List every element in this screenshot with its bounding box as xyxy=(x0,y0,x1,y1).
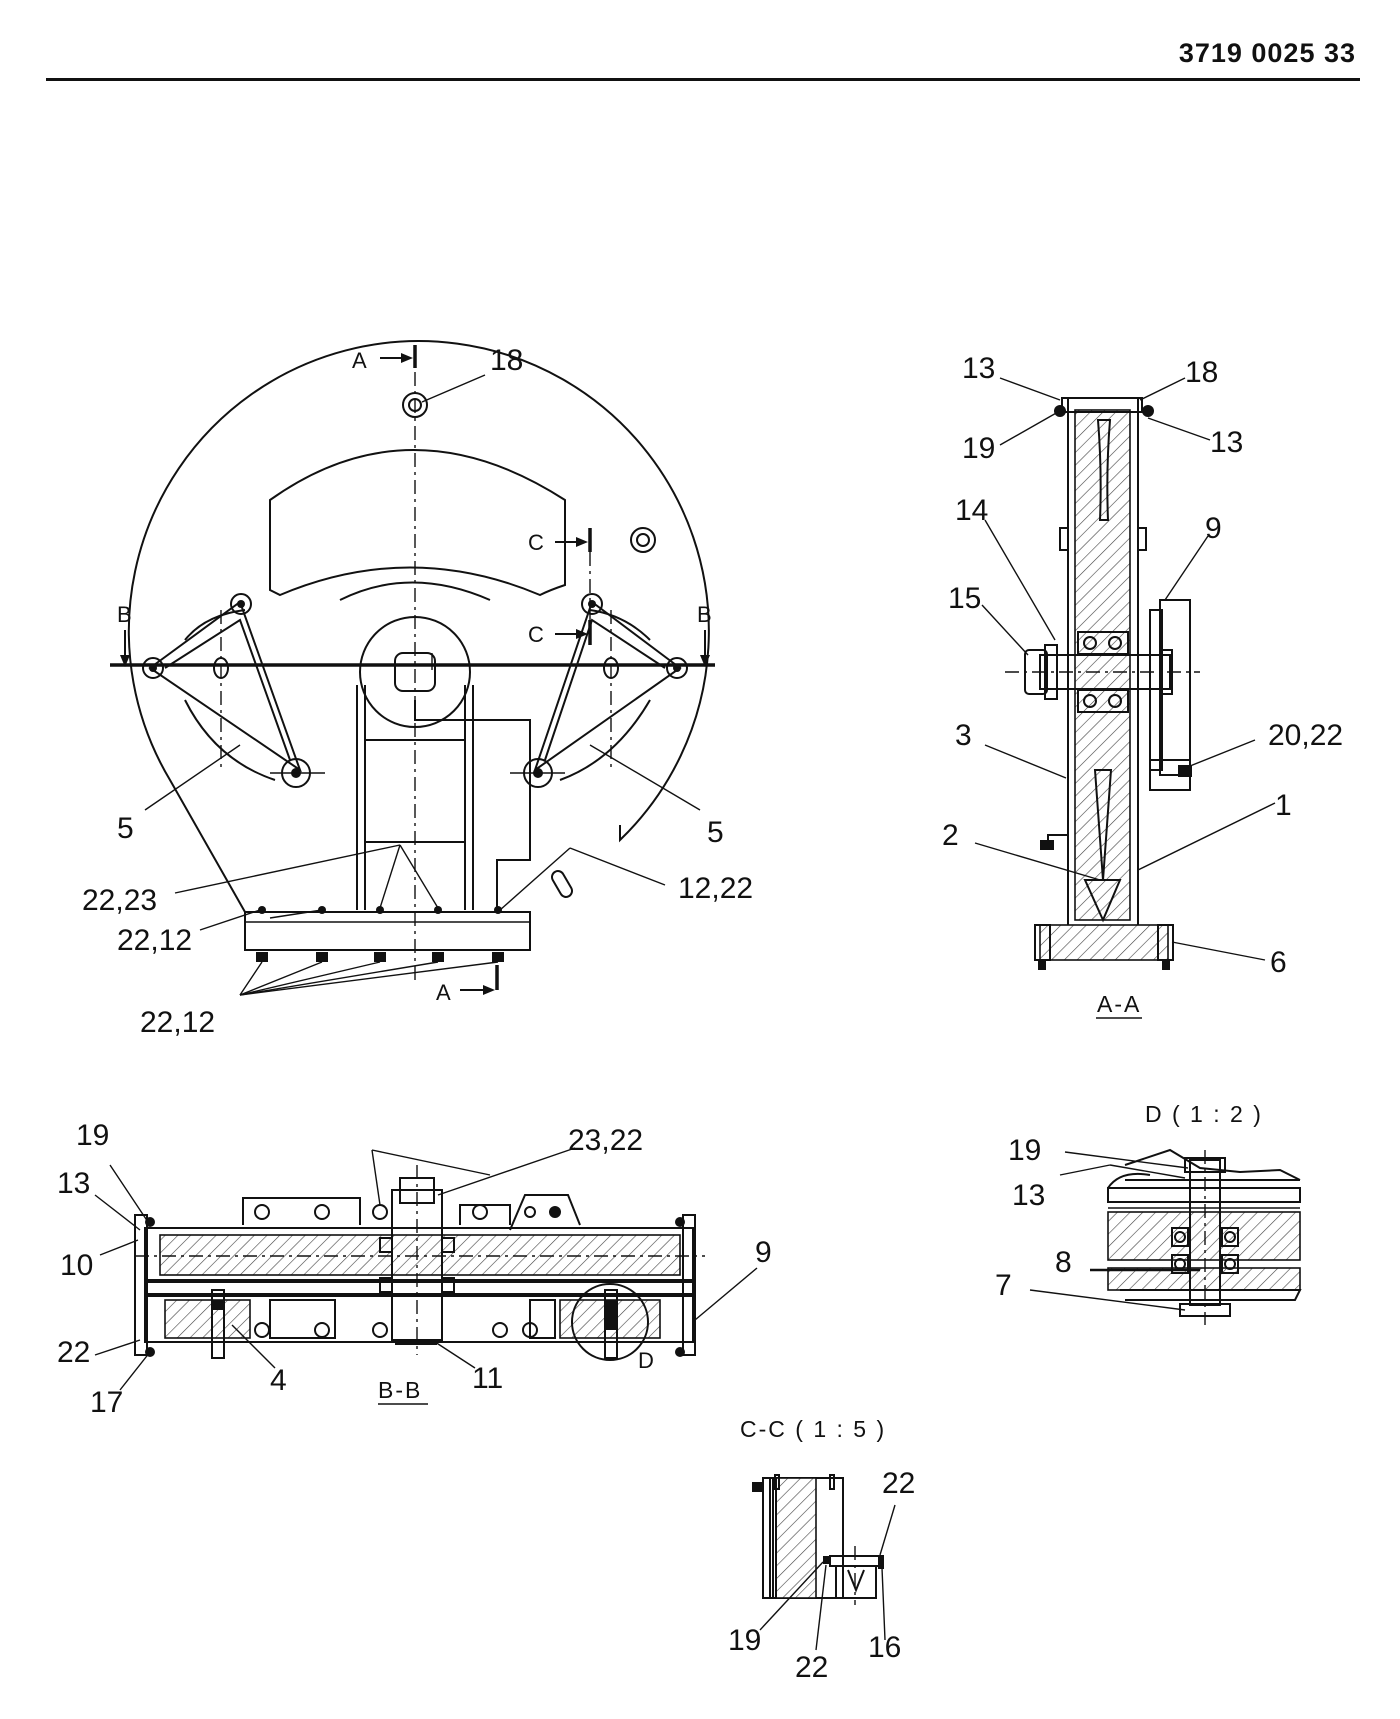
section-letter-a-top: A xyxy=(352,348,367,373)
detail-d-title: D ( 1 : 2 ) xyxy=(1145,1101,1263,1127)
section-letter-a-bottom: A xyxy=(436,980,451,1005)
section-letter-b-left: B xyxy=(117,602,132,627)
bb-callout-13: 13 xyxy=(57,1167,90,1200)
callout-22-12-lower: 22,12 xyxy=(140,1006,215,1039)
aa-callout-3: 3 xyxy=(955,719,972,752)
section-letter-c-upper: C xyxy=(528,530,544,555)
bb-callout-19: 19 xyxy=(76,1119,109,1152)
header-rule xyxy=(46,78,1360,81)
section-aa-view xyxy=(974,377,1276,970)
bb-callout-23-22: 23,22 xyxy=(568,1124,643,1157)
aa-callout-18: 18 xyxy=(1185,356,1218,389)
callout-12-22: 12,22 xyxy=(678,872,753,905)
aa-callout-19: 19 xyxy=(962,432,995,465)
main-view xyxy=(110,340,715,996)
callout-5-left: 5 xyxy=(117,812,134,845)
callout-22-23: 22,23 xyxy=(82,884,157,917)
aa-callout-13-top: 13 xyxy=(962,352,995,385)
document-number: 3719 0025 33 xyxy=(1178,38,1356,68)
section-letter-c-lower: C xyxy=(528,622,544,647)
aa-callout-6: 6 xyxy=(1270,946,1287,979)
bb-callout-9: 9 xyxy=(755,1236,772,1269)
callout-5-right: 5 xyxy=(707,816,724,849)
callout-22-12-upper: 22,12 xyxy=(117,924,192,957)
aa-callout-15: 15 xyxy=(948,582,981,615)
detail-d-view xyxy=(1029,1148,1302,1325)
bb-callout-22: 22 xyxy=(57,1336,90,1369)
section-cc-view xyxy=(752,1474,896,1651)
aa-callout-13-right: 13 xyxy=(1210,426,1243,459)
d-callout-19: 19 xyxy=(1008,1134,1041,1167)
callout-18: 18 xyxy=(490,344,523,377)
section-bb-title: B-B xyxy=(378,1377,422,1403)
cc-callout-22-top: 22 xyxy=(882,1467,915,1500)
cc-callout-22-bottom: 22 xyxy=(795,1651,828,1684)
bb-callout-17: 17 xyxy=(90,1386,123,1419)
aa-callout-14: 14 xyxy=(955,494,988,527)
bb-callout-4: 4 xyxy=(270,1364,287,1397)
d-callout-8: 8 xyxy=(1055,1246,1072,1279)
section-letter-b-right: B xyxy=(697,602,712,627)
section-bb-view xyxy=(94,1147,758,1391)
detail-d-marker: D xyxy=(638,1348,654,1373)
section-cc-title: C-C ( 1 : 5 ) xyxy=(740,1416,886,1442)
aa-callout-2: 2 xyxy=(942,819,959,852)
cc-callout-16: 16 xyxy=(868,1631,901,1664)
aa-callout-9: 9 xyxy=(1205,512,1222,545)
d-callout-7: 7 xyxy=(995,1269,1012,1302)
cc-callout-19: 19 xyxy=(728,1624,761,1657)
aa-callout-20-22: 20,22 xyxy=(1268,719,1343,752)
section-aa-title: A-A xyxy=(1097,991,1141,1017)
bb-callout-10: 10 xyxy=(60,1249,93,1282)
d-callout-13: 13 xyxy=(1012,1179,1045,1212)
bb-callout-11: 11 xyxy=(472,1362,503,1395)
aa-callout-1: 1 xyxy=(1275,789,1292,822)
